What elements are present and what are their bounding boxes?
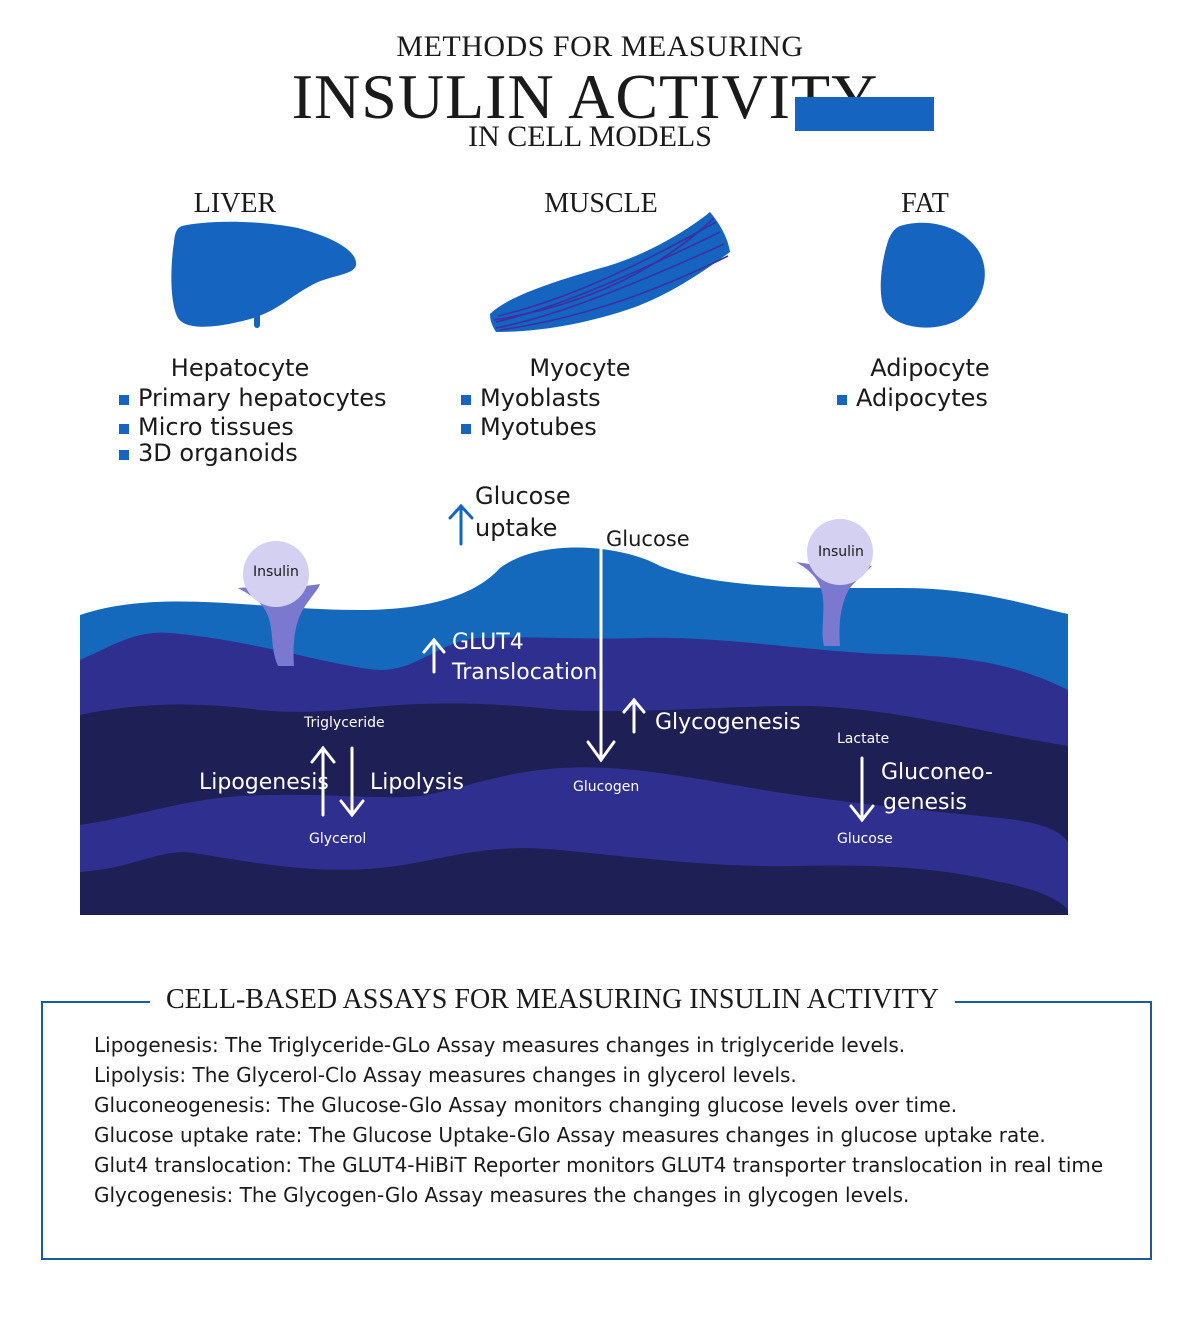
liver-icon	[171, 221, 357, 328]
list-item: Glycogenesis: The Glycogen-Glo Assay mea…	[94, 1183, 910, 1207]
list-item: Lipogenesis: The Triglyceride-GLo Assay …	[94, 1033, 906, 1057]
cell-title-myocyte: Myocyte	[529, 354, 631, 382]
insulin-receptor-left	[238, 584, 320, 666]
cell-title-hepatocyte: Hepatocyte	[170, 354, 310, 382]
list-item: Glucose uptake rate: The Glucose Uptake-…	[94, 1123, 1046, 1147]
list-item: Myotubes	[461, 413, 601, 442]
adipocyte-models-list: Adipocytes	[837, 384, 988, 413]
glycerol-label: Glycerol	[309, 831, 367, 847]
insulin-molecule-right	[807, 519, 873, 585]
list-item: Myoblasts	[461, 384, 601, 413]
glut4-line-1: GLUT4	[452, 630, 524, 655]
title-accent-bar	[795, 97, 934, 131]
glucose-uptake-arrow	[448, 503, 474, 546]
page-title: INSULIN ACTIVITY	[291, 61, 879, 132]
glut4-arrow	[422, 637, 446, 674]
insulin-label-left: Insulin	[253, 564, 299, 580]
hepatocyte-models-list: Primary hepatocytes Micro tissues 3D org…	[119, 384, 386, 468]
lipogenesis-arrow	[310, 745, 336, 817]
insulin-label-right: Insulin	[818, 544, 864, 560]
glucose-uptake-line-1: Glucose	[475, 482, 571, 510]
insulin-molecule-left	[243, 541, 309, 607]
lipogenesis-label: Lipogenesis	[199, 770, 329, 795]
list-item: 3D organoids	[119, 439, 386, 468]
list-item: Micro tissues	[119, 413, 386, 442]
membrane-layer-5	[80, 848, 1068, 915]
cell-title-adipocyte: Adipocyte	[870, 354, 990, 382]
assays-title: CELL-BASED ASSAYS FOR MEASURING INSULIN …	[150, 984, 955, 1016]
gluconeogenesis-label: Gluconeo- genesis	[881, 758, 993, 818]
title-line-3: IN CELL MODELS	[468, 120, 712, 153]
list-item: Lipolysis: The Glycerol-Clo Assay measur…	[94, 1063, 797, 1087]
organ-title-fat: FAT	[901, 188, 949, 219]
lipolysis-arrow	[339, 746, 365, 818]
glut4-label: GLUT4 Translocation	[452, 628, 597, 688]
organ-title-liver: LIVER	[193, 188, 277, 219]
insulin-receptor-right	[796, 562, 872, 646]
lipolysis-label: Lipolysis	[370, 770, 464, 795]
gluconeogenesis-line-2: genesis	[883, 790, 968, 815]
glut4-line-2: Translocation	[452, 660, 598, 685]
glycogenesis-label: Glycogenesis	[655, 710, 801, 735]
myocyte-models-list: Myoblasts Myotubes	[461, 384, 601, 442]
glucose-uptake-label: Glucose uptake	[475, 480, 571, 544]
title-line-1: METHODS FOR MEASURING	[396, 30, 804, 63]
list-item: Primary hepatocytes	[119, 384, 386, 413]
glucose-uptake-line-2: uptake	[475, 514, 558, 542]
fat-icon	[880, 222, 985, 328]
glucose-to-glycogen-arrow	[586, 520, 616, 763]
glucose-input-label: Glucose	[606, 527, 690, 551]
list-item: Glut4 translocation: The GLUT4-HiBiT Rep…	[94, 1153, 1104, 1177]
list-item: Gluconeogenesis: The Glucose-Glo Assay m…	[94, 1093, 958, 1117]
lactate-label: Lactate	[837, 731, 890, 747]
glycogenesis-arrow	[622, 697, 646, 734]
assays-list: Lipogenesis: The Triglyceride-GLo Assay …	[94, 1030, 1103, 1210]
muscle-icon	[490, 212, 730, 332]
organ-title-muscle: MUSCLE	[544, 188, 658, 219]
list-item: Adipocytes	[837, 384, 988, 413]
glycogen-label: Glucogen	[573, 779, 640, 795]
gluconeogenesis-line-1: Gluconeo-	[881, 760, 993, 785]
glucose-output-label: Glucose	[837, 831, 893, 847]
triglyceride-label: Triglyceride	[304, 715, 385, 731]
gluconeogenesis-arrow	[849, 756, 875, 823]
cell-membrane-diagram	[80, 503, 1068, 915]
